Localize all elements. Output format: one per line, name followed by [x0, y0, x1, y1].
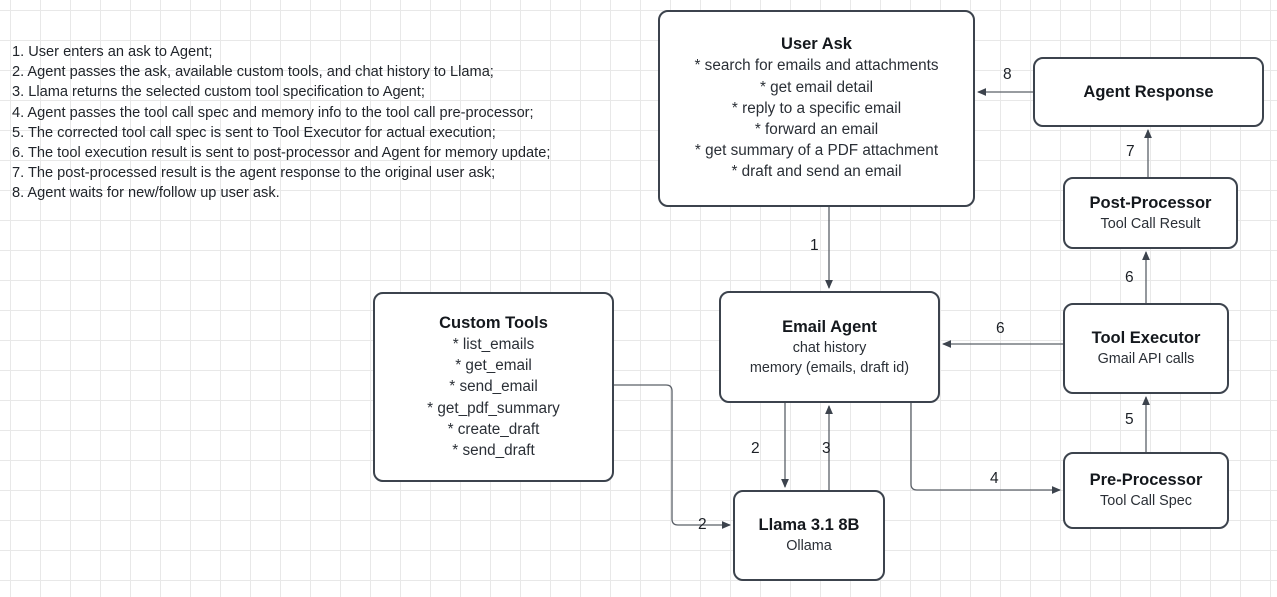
edge-label-6b: 6 — [996, 320, 1005, 337]
node-custom-tools-title: Custom Tools — [439, 313, 548, 332]
node-post-processor[interactable]: Post-Processor Tool Call Result — [1063, 177, 1238, 249]
node-post-processor-title: Post-Processor — [1089, 193, 1212, 212]
node-custom-tools-item-4: * get_pdf_summary — [427, 399, 560, 417]
node-email-agent-memory: memory (emails, draft id) — [749, 359, 910, 376]
edge-label-5: 5 — [1125, 411, 1134, 428]
node-custom-tools-item-5: * create_draft — [447, 420, 540, 438]
node-custom-tools-item-1: * list_emails — [452, 335, 535, 353]
node-custom-tools-item-6: * send_draft — [452, 441, 535, 459]
edge-label-7: 7 — [1126, 143, 1135, 160]
edge-2b-path — [614, 384, 731, 529]
node-pre-processor-title: Pre-Processor — [1089, 471, 1203, 489]
node-agent-response-title: Agent Response — [1083, 82, 1214, 101]
edge-label-2b: 2 — [698, 516, 707, 533]
node-llama-subtitle: Ollama — [786, 538, 832, 554]
legend-step-2: 2. Agent passes the ask, available custo… — [12, 64, 494, 81]
node-user-ask-title: User Ask — [781, 35, 852, 54]
node-user-ask-item-2: * get email detail — [759, 78, 874, 96]
node-user-ask-item-5: * get summary of a PDF attachment — [694, 142, 939, 160]
node-post-processor-subtitle: Tool Call Result — [1100, 215, 1201, 232]
node-agent-response[interactable]: Agent Response — [1033, 57, 1264, 127]
node-user-ask-item-6: * draft and send an email — [731, 163, 902, 181]
legend-step-1: 1. User enters an ask to Agent; — [12, 44, 213, 60]
node-user-ask-item-3: * reply to a specific email — [731, 99, 902, 117]
node-tool-executor-title: Tool Executor — [1091, 329, 1201, 347]
edge-label-1: 1 — [810, 237, 819, 254]
edge-label-4: 4 — [990, 470, 999, 487]
legend-step-3: 3. Llama returns the selected custom too… — [12, 84, 425, 101]
node-pre-processor-subtitle: Tool Call Spec — [1100, 493, 1192, 509]
legend-steps: 1. User enters an ask to Agent; 2. Agent… — [12, 42, 550, 204]
node-email-agent-title: Email Agent — [782, 317, 877, 336]
node-tool-executor[interactable]: Tool Executor Gmail API calls — [1063, 303, 1229, 394]
node-email-agent-chat-history: chat history — [792, 339, 867, 356]
node-user-ask-item-4: * forward an email — [754, 121, 879, 138]
node-user-ask-item-1: * search for emails and attachments — [694, 57, 939, 75]
edge-label-6a: 6 — [1125, 269, 1134, 286]
node-email-agent[interactable]: Email Agent chat history memory (emails,… — [719, 291, 940, 403]
edge-label-8: 8 — [1003, 66, 1012, 83]
legend-step-8: 8. Agent waits for new/follow up user as… — [12, 185, 280, 202]
node-pre-processor[interactable]: Pre-Processor Tool Call Spec — [1063, 452, 1229, 529]
node-llama-title: Llama 3.1 8B — [758, 516, 860, 534]
node-custom-tools[interactable]: Custom Tools * list_emails * get_email *… — [373, 292, 614, 482]
node-custom-tools-item-3: * send_email — [449, 378, 538, 396]
node-custom-tools-item-2: * get_email — [455, 357, 532, 375]
edge-4-path — [910, 403, 1061, 494]
node-llama[interactable]: Llama 3.1 8B Ollama — [733, 490, 885, 581]
legend-step-4: 4. Agent passes the tool call spec and m… — [12, 104, 534, 121]
node-tool-executor-subtitle: Gmail API calls — [1097, 351, 1195, 367]
legend-step-6: 6. The tool execution result is sent to … — [12, 145, 551, 162]
edge-label-3: 3 — [822, 440, 831, 457]
legend-step-7: 7. The post-processed result is the agen… — [12, 165, 496, 182]
legend-step-5: 5. The corrected tool call spec is sent … — [12, 124, 496, 141]
edge-label-2a: 2 — [751, 440, 760, 457]
node-user-ask[interactable]: User Ask * search for emails and attachm… — [658, 10, 975, 207]
